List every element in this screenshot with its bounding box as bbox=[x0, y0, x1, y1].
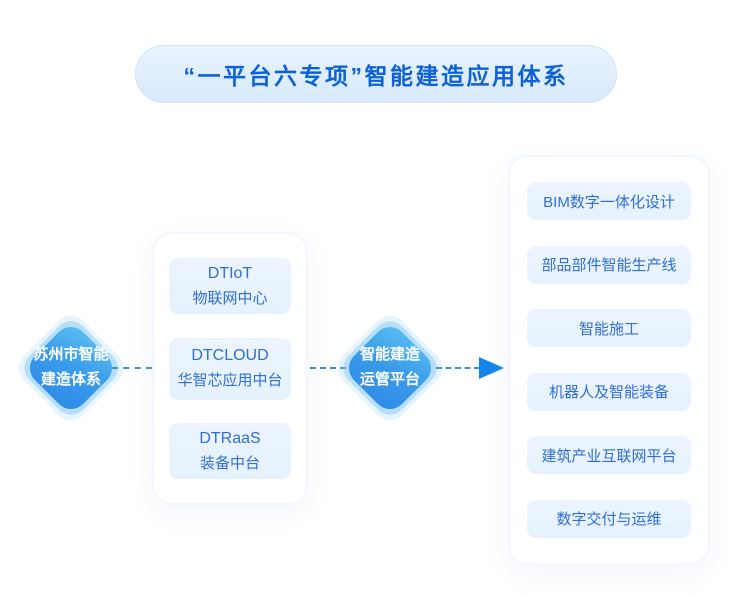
chip-dtraas-desc: 装备中台 bbox=[199, 455, 260, 473]
chip-smart-construction: 智能施工 bbox=[527, 309, 691, 348]
chip-dtcloud-name: DTCLOUD bbox=[191, 347, 269, 365]
node-suzhou-system: 苏州市智能 建造体系 bbox=[11, 308, 131, 428]
chip-digital-delivery-ops: 数字交付与运维 bbox=[527, 499, 691, 538]
node-suzhou-label: 苏州市智能 建造体系 bbox=[23, 320, 119, 416]
node-suzhou-label-line1: 苏州市智能 bbox=[33, 346, 109, 364]
chip-bim-design: BIM数字一体化设计 bbox=[527, 182, 691, 221]
applications-card: BIM数字一体化设计 部品部件智能生产线 智能施工 机器人及智能装备 建筑产业互… bbox=[508, 155, 710, 565]
page-title: “一平台六专项”智能建造应用体系 bbox=[183, 63, 569, 89]
node-operation-label-line2: 运管平台 bbox=[359, 371, 420, 388]
chip-dtcloud-desc: 华智芯应用中台 bbox=[177, 372, 283, 390]
arrow-right-icon bbox=[479, 357, 504, 379]
chip-industry-internet-platform: 建筑产业互联网平台 bbox=[527, 436, 691, 475]
chip-smart-production-line: 部品部件智能生产线 bbox=[527, 245, 691, 284]
title-banner: “一平台六专项”智能建造应用体系 bbox=[135, 45, 617, 103]
chip-dtiot-name: DTIoT bbox=[207, 264, 253, 282]
chip-dtraas: DTRaaS 装备中台 bbox=[169, 423, 291, 480]
connector-middle-dashed-line bbox=[310, 367, 346, 369]
chip-dtiot-desc: 物联网中心 bbox=[192, 289, 268, 307]
chip-dtiot: DTIoT 物联网中心 bbox=[169, 257, 291, 314]
chip-robots-equipment: 机器人及智能装备 bbox=[527, 372, 691, 411]
node-operation-label-line1: 智能建造 bbox=[359, 346, 420, 364]
connector-right-dashed-line bbox=[436, 367, 480, 369]
connector-left-dashed-line bbox=[112, 367, 152, 369]
node-suzhou-label-line2: 建造体系 bbox=[40, 371, 101, 388]
chip-dtraas-name: DTRaaS bbox=[199, 430, 261, 448]
node-operation-platform: 智能建造 运管平台 bbox=[330, 308, 450, 428]
chip-dtcloud: DTCLOUD 华智芯应用中台 bbox=[169, 337, 291, 400]
platform-card: DTIoT 物联网中心 DTCLOUD 华智芯应用中台 DTRaaS 装备中台 bbox=[152, 232, 308, 505]
node-operation-label: 智能建造 运管平台 bbox=[342, 320, 438, 416]
